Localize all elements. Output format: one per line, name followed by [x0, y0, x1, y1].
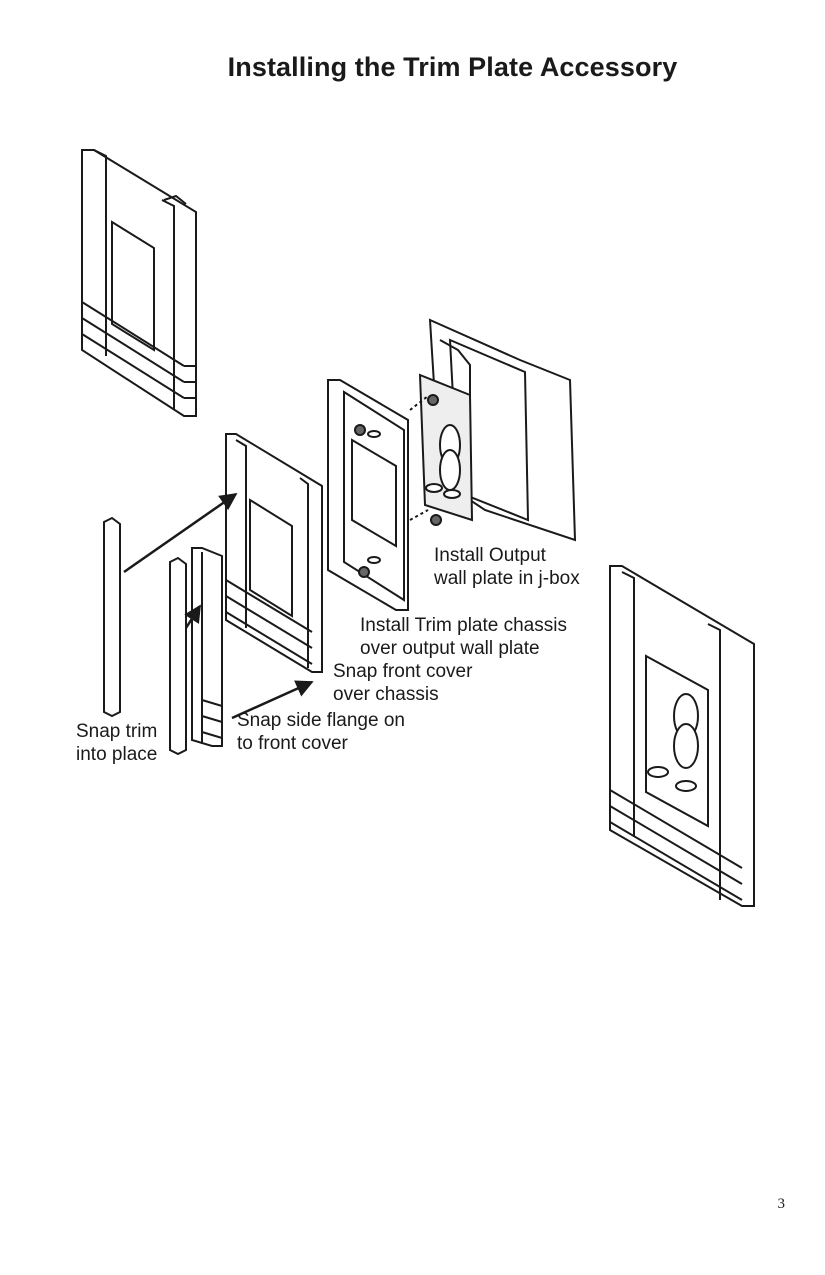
- page-title: Installing the Trim Plate Accessory: [227, 52, 678, 82]
- snap-trim-label: Snap trim into place: [76, 721, 158, 765]
- trim-plate-chassis: [327, 379, 429, 611]
- trim-pieces: [103, 516, 187, 756]
- assembled-unit: [609, 565, 755, 907]
- install-trim-label: Install Trim plate chassis over output w…: [360, 615, 567, 659]
- front-cover-top-left: [81, 149, 197, 417]
- front-cover-middle: [225, 433, 323, 673]
- install-output-label: Install Output wall plate in j-box: [434, 545, 580, 589]
- side-flange: [191, 547, 223, 747]
- snap-front-label: Snap front cover over chassis: [333, 661, 473, 705]
- page-number: 3: [777, 1196, 786, 1212]
- assembly-arrows: [123, 492, 314, 720]
- snap-side-label: Snap side flange on to front cover: [237, 710, 405, 754]
- output-wall-plate: [418, 318, 577, 542]
